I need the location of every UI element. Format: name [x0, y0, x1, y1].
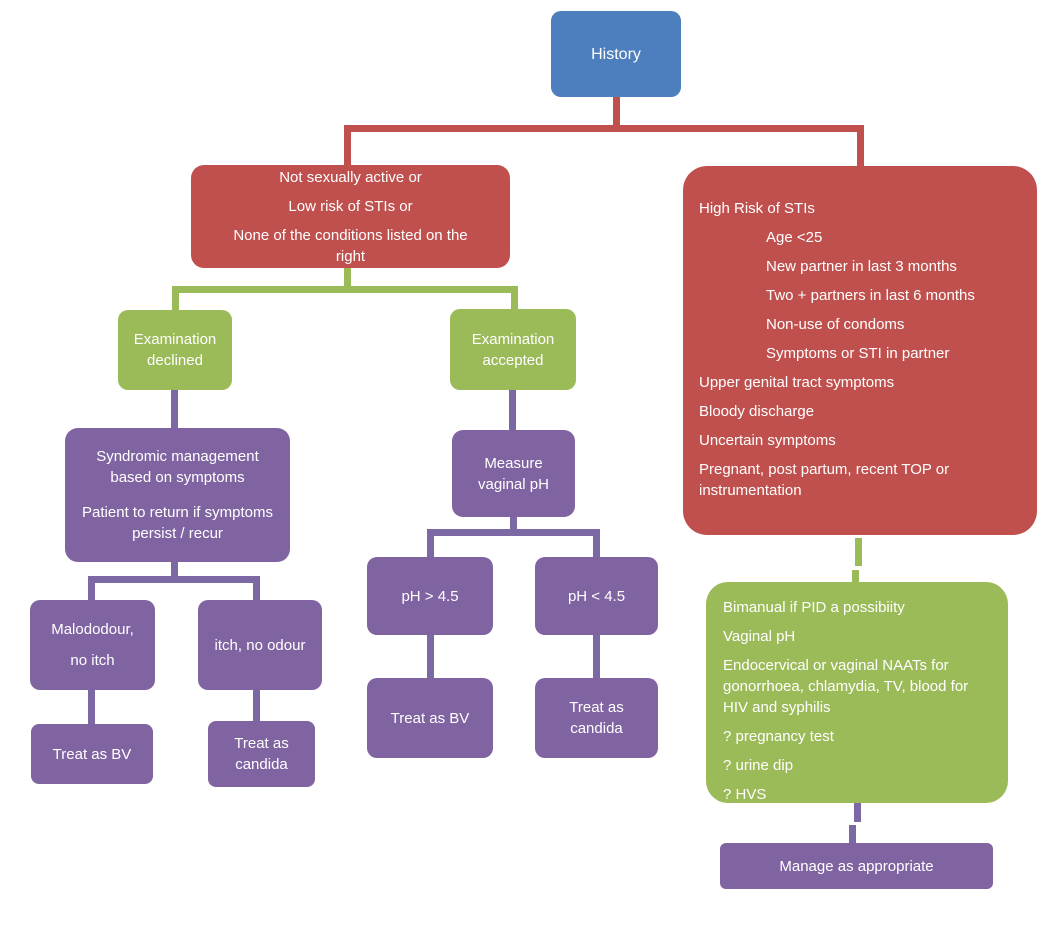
connector-to-itch: [253, 576, 260, 600]
connector-history-stem: [613, 96, 620, 129]
high-risk-sub-item: Age <25: [766, 229, 823, 246]
investigations-node: Bimanual if PID a possibiity Vaginal pH …: [706, 582, 1008, 803]
history-label: History: [591, 45, 641, 63]
malodour-line: no itch: [70, 652, 115, 669]
ph-greater-label: pH > 4.5: [401, 587, 459, 605]
connector-to-exam-accepted: [511, 286, 518, 312]
connector-ph-split-bar: [427, 529, 600, 536]
treat-as-candida-mid-node: Treat as candida: [535, 678, 658, 758]
connector-accepted-to-measure: [509, 390, 516, 432]
connector-to-ph-low: [593, 529, 600, 557]
manage-as-appropriate-label: Manage as appropriate: [779, 857, 934, 875]
ph-less-than-4-5-node: pH < 4.5: [535, 557, 658, 635]
treat-as-candida-left-node: Treat as candida: [208, 721, 315, 787]
ph-less-label: pH < 4.5: [567, 587, 626, 605]
manage-as-appropriate-node: Manage as appropriate: [720, 843, 993, 889]
itch-no-odour-node: itch, no odour: [198, 600, 322, 690]
connector-high-risk-to-investigations-upper: [855, 538, 862, 566]
malodour-line: Malododour,: [51, 621, 134, 638]
measure-vaginal-ph-label: Measure vaginal pH: [478, 454, 549, 493]
high-risk-node: High Risk of STIs Age <25 New partner in…: [683, 166, 1037, 535]
examination-declined-label: Examination declined: [133, 331, 217, 369]
ph-greater-than-4-5-node: pH > 4.5: [367, 557, 493, 635]
connector-investigations-to-manage-upper: [854, 803, 861, 822]
low-risk-node: Not sexually active or Low risk of STIs …: [191, 165, 510, 268]
high-risk-sub-item: Symptoms or STI in partner: [766, 345, 950, 362]
investigations-item: ? urine dip: [723, 757, 794, 774]
connector-itch-to-candida: [253, 690, 260, 721]
history-node: History: [551, 11, 681, 97]
examination-accepted-node: Examination accepted: [450, 309, 576, 390]
syndromic-line: Syndromic management based on symptoms: [96, 448, 259, 486]
examination-accepted-label: Examination accepted: [471, 330, 555, 369]
connector-to-exam-declined: [172, 286, 179, 312]
connector-declined-to-syndromic: [171, 390, 178, 430]
measure-vaginal-ph-node: Measure vaginal pH: [452, 430, 575, 517]
low-risk-line: Low risk of STIs or: [288, 197, 413, 215]
treat-as-bv-mid-node: Treat as BV: [367, 678, 493, 758]
high-risk-title: High Risk of STIs: [699, 200, 815, 217]
investigations-item: Vaginal pH: [723, 628, 796, 645]
investigations-item: Bimanual if PID a possibiity: [723, 599, 905, 616]
high-risk-item: Uncertain symptoms: [699, 432, 836, 449]
low-risk-line: Not sexually active or: [279, 168, 422, 186]
high-risk-item: Bloody discharge: [699, 403, 815, 420]
high-risk-item: Upper genital tract symptoms: [699, 374, 895, 391]
treat-as-bv-left-label: Treat as BV: [52, 745, 132, 763]
high-risk-sub-item: Two + partners in last 6 months: [766, 287, 975, 304]
connector-low-risk-stem: [344, 268, 351, 293]
treat-as-bv-mid-label: Treat as BV: [390, 709, 470, 727]
connector-measure-stem: [510, 517, 517, 533]
high-risk-sub-item: New partner in last 3 months: [766, 258, 957, 275]
connector-syndromic-stem: [171, 562, 178, 580]
connector-to-malodour: [88, 576, 95, 600]
connector-investigations-to-manage-lower: [849, 825, 856, 843]
high-risk-sub-item: Non-use of condoms: [766, 316, 905, 333]
investigations-item: Endocervical or vaginal NAATs for gonorr…: [723, 657, 969, 716]
connector-to-ph-high: [427, 529, 434, 557]
investigations-item: ? HVS: [723, 786, 767, 803]
connector-ph-low-to-candida: [593, 635, 600, 678]
examination-declined-node: Examination declined: [118, 310, 232, 390]
connector-to-high-risk: [857, 125, 864, 166]
itch-no-odour-label: itch, no odour: [214, 636, 306, 654]
connector-high-risk-to-investigations-lower: [852, 570, 859, 582]
connector-ph-high-to-bv: [427, 635, 434, 678]
investigations-item: ? pregnancy test: [723, 728, 834, 745]
low-risk-line: None of the conditions listed on the rig…: [233, 226, 468, 265]
connector-symptom-split-bar: [88, 576, 260, 583]
connector-exam-split-bar: [172, 286, 518, 293]
treat-as-bv-left-node: Treat as BV: [31, 724, 153, 784]
syndromic-management-node: Syndromic management based on symptoms P…: [65, 428, 290, 562]
malodour-no-itch-node: Malododour, no itch: [30, 600, 155, 690]
connector-history-split-bar: [344, 125, 864, 132]
syndromic-line: Patient to return if symptoms persist / …: [82, 504, 273, 542]
high-risk-item: Pregnant, post partum, recent TOP or ins…: [699, 461, 950, 499]
treat-as-candida-mid-label: Treat as candida: [569, 699, 624, 737]
connector-to-low-risk: [344, 125, 351, 166]
connector-malodour-to-bv: [88, 690, 95, 724]
treat-as-candida-left-label: Treat as candida: [234, 735, 289, 773]
